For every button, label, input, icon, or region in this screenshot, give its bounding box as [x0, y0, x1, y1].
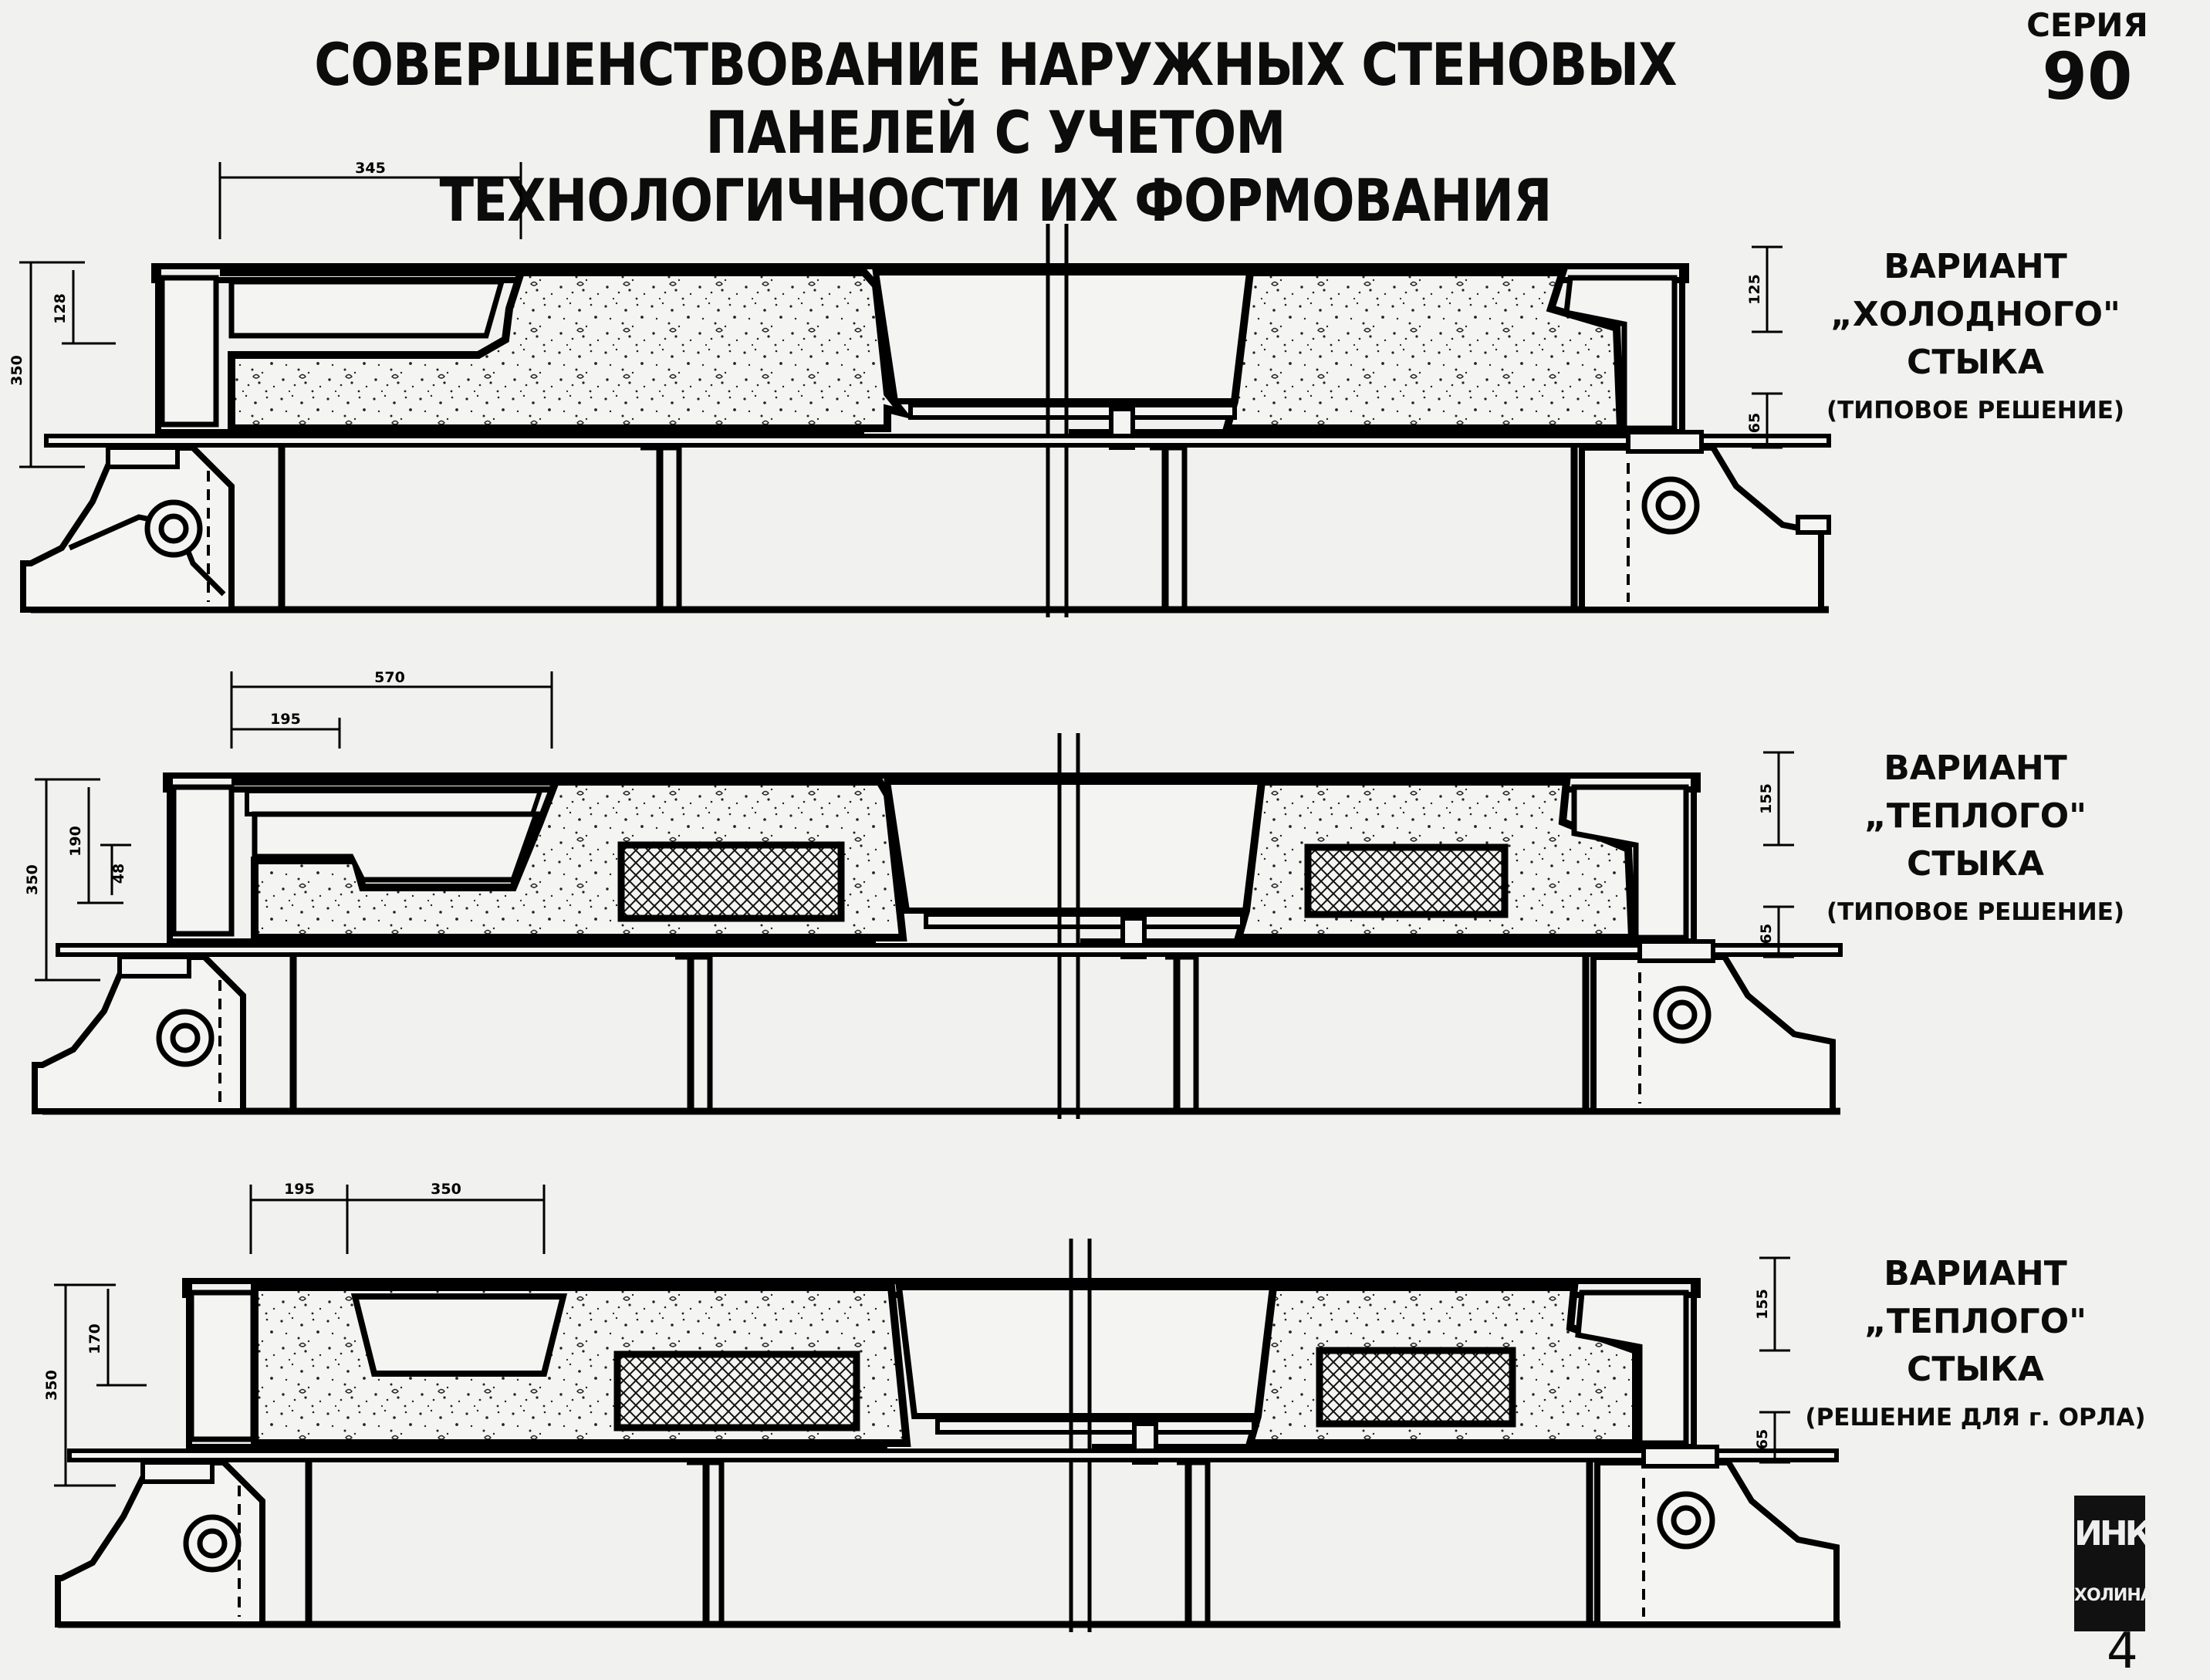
left-insulation [617, 841, 845, 922]
caption-note: (ТИПОВОЕ РЕШЕНИЕ) [1826, 397, 2125, 424]
caption-line-3: СТЫКА [1907, 1350, 2044, 1389]
section-warm-joint-typical: 570 195 350 190 48 155 65 [24, 671, 1843, 1119]
caption-line-2: „ХОЛОДНОГО" [1830, 295, 2120, 334]
page-title: СОВЕРШЕНСТВОВАНИЕ НАРУЖНЫХ СТЕНОВЫХ ПАНЕ… [312, 31, 1679, 235]
caption-note: (ТИПОВОЕ РЕШЕНИЕ) [1826, 898, 2125, 926]
dim-right-bottom: 65 [1754, 1429, 1771, 1449]
dim-top-outer: 570 [374, 671, 405, 686]
publisher-emblem: ИНК ХОЛИНА [2074, 1496, 2154, 1631]
left-insulation [613, 1350, 860, 1432]
dimension-lines [35, 671, 1794, 982]
caption-line-1: ВАРИАНТ [1884, 1254, 2067, 1293]
section-warm-joint-orel: 195 350 350 170 155 65 [43, 1181, 1840, 1632]
dim-top-a: 195 [284, 1181, 315, 1198]
warm-joint-typical-drawing [32, 671, 1843, 1119]
caption-line-2: „ТЕПЛОГО" [1864, 796, 2087, 836]
dimension-lines [19, 162, 1783, 468]
left-hinge [55, 1459, 265, 1628]
caption-note: (РЕШЕНИЕ ДЛЯ г. ОРЛА) [1805, 1404, 2146, 1432]
dimension-lines [54, 1185, 1790, 1487]
dim-left-outer: 350 [8, 355, 25, 386]
dim-left-outer: 350 [24, 864, 41, 895]
caption-line-1: ВАРИАНТ [1884, 749, 2067, 788]
dim-right-top: 155 [1754, 1289, 1771, 1320]
caption-warm-joint-typical: ВАРИАНТ „ТЕПЛОГО" СТЫКА (ТИПОВОЕ РЕШЕНИЕ… [1775, 745, 2176, 936]
title-line-1: СОВЕРШЕНСТВОВАНИЕ НАРУЖНЫХ СТЕНОВЫХ ПАНЕ… [314, 30, 1677, 167]
dim-left-inner: 170 [86, 1323, 103, 1354]
warm-joint-orel-drawing [54, 1185, 1840, 1632]
right-insulation [1316, 1347, 1516, 1428]
series-number: 90 [2042, 39, 2133, 114]
dim-right-top: 155 [1758, 783, 1775, 814]
cold-joint-drawing [19, 162, 1831, 617]
right-insulation [1304, 843, 1509, 918]
caption-line-2: „ТЕПЛОГО" [1864, 1302, 2087, 1341]
dim-left-mid: 190 [67, 826, 84, 857]
title-line-2: ТЕХНОЛОГИЧНОСТИ ИХ ФОРМОВАНИЯ [439, 166, 1552, 235]
dim-left-outer: 350 [43, 1370, 60, 1401]
dim-right-bottom: 65 [1758, 924, 1775, 944]
left-hinge [20, 445, 235, 613]
caption-line-3: СТЫКА [1907, 343, 2044, 382]
caption-line-1: ВАРИАНТ [1884, 247, 2067, 286]
series-badge: СЕРИЯ 90 [2006, 8, 2168, 110]
dim-top-outer: 345 [355, 162, 386, 177]
caption-line-3: СТЫКА [1907, 844, 2044, 884]
section-cold-joint: 345 350 128 125 65 [8, 162, 1831, 617]
dim-top-inner: 195 [270, 711, 301, 728]
caption-warm-joint-orel: ВАРИАНТ „ТЕПЛОГО" СТЫКА (РЕШЕНИЕ ДЛЯ г. … [1775, 1250, 2176, 1442]
right-concrete-panel [1222, 269, 1625, 432]
caption-cold-joint: ВАРИАНТ „ХОЛОДНОГО" СТЫКА (ТИПОВОЕ РЕШЕН… [1775, 243, 2176, 434]
dim-left-inner: 48 [110, 864, 127, 884]
right-hinge [1594, 1445, 1840, 1628]
left-hinge [32, 954, 246, 1114]
dim-right-top: 125 [1746, 274, 1763, 305]
sheet-number: 4 [2107, 1623, 2138, 1680]
emblem-mark: ИНК [2074, 1514, 2153, 1553]
right-hinge [1590, 939, 1836, 1114]
emblem-word: ХОЛИНА [2074, 1586, 2154, 1605]
dim-right-bottom: 65 [1746, 413, 1763, 433]
series-label: СЕРИЯ [2026, 6, 2148, 44]
dim-top-b: 350 [431, 1181, 461, 1198]
dim-left-inner: 128 [52, 293, 69, 324]
right-hinge [1579, 430, 1831, 613]
